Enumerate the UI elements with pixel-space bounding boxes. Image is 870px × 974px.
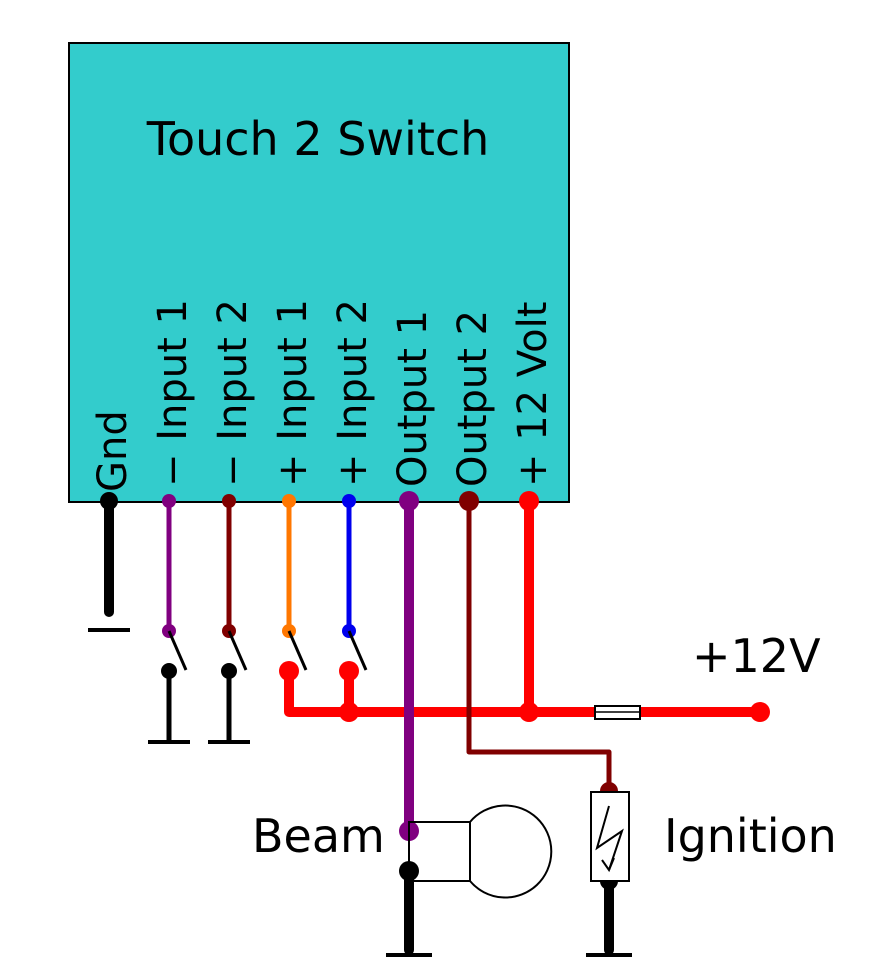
supply-terminal	[750, 702, 770, 722]
neg-input-2-switch	[208, 494, 250, 744]
beam-circuit	[386, 491, 553, 957]
neg-input-1-switch	[148, 494, 190, 744]
pin-label-output-2: Output 2	[450, 310, 496, 487]
pin-label-output-1: Output 1	[390, 310, 436, 487]
pos-input-2-switch	[342, 494, 368, 671]
pin-label-neg-input-1: − Input 1	[150, 299, 196, 487]
module-title: Touch 2 Switch	[146, 112, 490, 166]
pin-label-12-volt: + 12 Volt	[510, 302, 556, 487]
gnd-pin-dot	[100, 492, 118, 510]
pin-label-gnd: Gnd	[90, 410, 136, 492]
beam-label: Beam	[252, 809, 385, 863]
pos-input-1-switch	[282, 494, 308, 671]
pin-label-pos-input-1: + Input 1	[270, 299, 316, 487]
ignition-igniter-icon	[590, 791, 630, 882]
ignition-circuit	[459, 491, 632, 957]
ignition-label: Ignition	[664, 809, 837, 863]
beam-lamp-icon	[408, 804, 553, 899]
pin-labels: Gnd − Input 1 − Input 2 + Input 1 + Inpu…	[90, 299, 556, 492]
pin-label-pos-input-2: + Input 2	[330, 299, 376, 487]
pin-label-neg-input-2: − Input 2	[210, 299, 256, 487]
module-box	[68, 42, 570, 503]
gnd-wire	[88, 492, 130, 632]
supply-label: +12V	[692, 629, 821, 683]
supply-bus	[279, 491, 770, 722]
